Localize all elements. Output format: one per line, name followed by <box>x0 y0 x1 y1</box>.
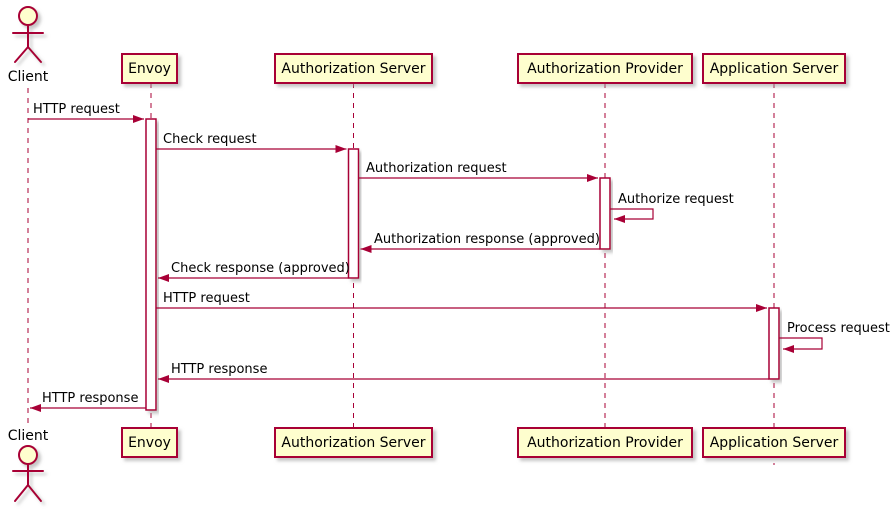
participants-top: Envoy Authorization Server Authorization… <box>121 53 846 84</box>
participant-application-server-bottom: Application Server <box>702 427 846 458</box>
participant-application-server-top: Application Server <box>702 53 846 84</box>
message-label: HTTP response <box>171 362 267 377</box>
actor-client-bottom <box>12 445 44 502</box>
message-authorization-response: Authorization response (approved) <box>360 232 600 253</box>
actor-client-bottom-label: Client <box>8 428 49 444</box>
message-label: Check response (approved) <box>171 261 350 276</box>
participant-authorization-provider-bottom: Authorization Provider <box>517 427 693 458</box>
messages: HTTP request Check request Authorization… <box>28 102 890 412</box>
message-http-response-1: HTTP response <box>158 362 769 383</box>
participants-bottom: Envoy Authorization Server Authorization… <box>121 427 846 458</box>
participant-label: Envoy <box>128 61 171 77</box>
activation-bar-authorization-server <box>347 148 360 279</box>
message-http-response-2: HTTP response <box>30 391 146 412</box>
participant-label: Authorization Provider <box>527 435 683 451</box>
message-authorize-request-self: Authorize request <box>610 192 734 223</box>
actor-head-icon <box>18 6 38 26</box>
participant-envoy-top: Envoy <box>121 53 178 84</box>
activation-bar-authorization-provider <box>599 177 611 250</box>
message-authorization-request: Authorization request <box>358 161 598 182</box>
message-check-response: Check response (approved) <box>158 261 350 282</box>
message-label: Authorization request <box>366 161 507 176</box>
participant-label: Authorization Server <box>281 61 425 77</box>
participant-authorization-server-bottom: Authorization Server <box>274 427 433 458</box>
activation-bars <box>145 118 780 411</box>
message-label: Authorization response (approved) <box>374 232 600 247</box>
participant-label: Application Server <box>710 435 839 451</box>
participant-label: Application Server <box>710 61 839 77</box>
message-label: HTTP request <box>163 291 250 306</box>
message-label: Check request <box>163 132 257 147</box>
message-check-request: Check request <box>156 132 347 153</box>
message-label: Process request <box>787 321 890 336</box>
participant-envoy-bottom: Envoy <box>121 427 178 458</box>
participant-label: Authorization Provider <box>527 61 683 77</box>
participant-authorization-provider-top: Authorization Provider <box>517 53 693 84</box>
message-label: HTTP response <box>42 391 138 406</box>
message-label: HTTP request <box>33 102 120 117</box>
participant-label: Envoy <box>128 435 171 451</box>
activation-bar-envoy <box>145 118 157 411</box>
participant-label: Authorization Server <box>281 435 425 451</box>
message-label: Authorize request <box>618 192 734 207</box>
activation-bar-application-server <box>768 307 780 380</box>
message-http-request-2: HTTP request <box>156 291 767 312</box>
message-http-request-1: HTTP request <box>28 102 144 123</box>
actor-client-top <box>12 6 44 63</box>
actor-client-top-label: Client <box>8 69 49 85</box>
participant-authorization-server-top: Authorization Server <box>274 53 433 84</box>
message-process-request-self: Process request <box>779 321 890 353</box>
actor-head-icon <box>18 445 38 465</box>
